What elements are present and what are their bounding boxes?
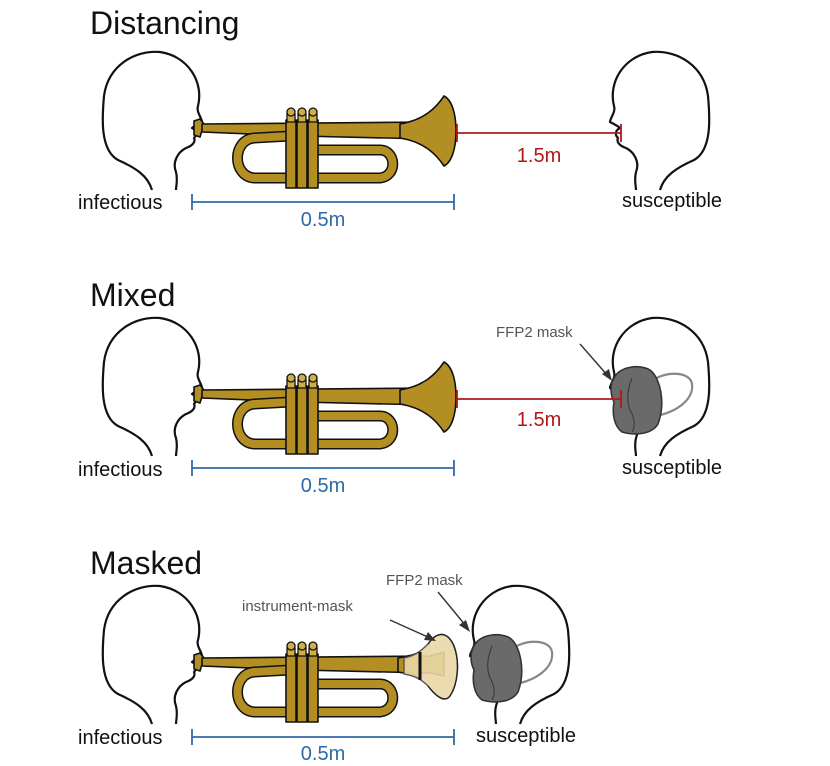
gap-distance-label: 1.5m — [517, 145, 561, 167]
listener-head-icon — [608, 50, 711, 192]
instrument-mask-arrow — [389, 619, 436, 641]
panel-title: Masked — [90, 545, 202, 581]
panel-mixed: Mixed 1.5m FFP2 mask infectious suscepti… — [78, 277, 722, 497]
gap-distance-label: 1.5m — [517, 409, 561, 431]
trumpet-icon — [194, 361, 457, 454]
player-label: infectious — [78, 192, 163, 214]
ffp2-mask-arrow — [579, 343, 612, 381]
player-head-icon — [101, 584, 204, 726]
instrument-length-label: 0.5m — [301, 209, 345, 231]
listener-label: susceptible — [622, 190, 722, 212]
instrument-mask-label: instrument-mask — [242, 598, 353, 615]
panel-title: Distancing — [90, 5, 239, 41]
player-head-icon — [101, 316, 204, 458]
listener-label: susceptible — [622, 457, 722, 479]
instrument-length-bracket — [191, 194, 455, 210]
instrument-length-bracket — [191, 460, 455, 476]
panel-title: Mixed — [90, 277, 175, 313]
listener-label: susceptible — [476, 725, 576, 747]
instrument-length-label: 0.5m — [301, 475, 345, 497]
player-label: infectious — [78, 727, 163, 749]
trumpet-icon — [194, 642, 444, 722]
ffp2-mask-label: FFP2 mask — [386, 572, 463, 589]
panel-distancing: Distancing 1.5m infectious susceptible 0… — [78, 5, 722, 231]
gap-distance-bracket — [456, 390, 622, 408]
ffp2-mask-label: FFP2 mask — [496, 324, 573, 341]
player-label: infectious — [78, 459, 163, 481]
panel-masked: Masked FFP2 mask instrument-mask infecti… — [78, 545, 576, 765]
instrument-length-bracket — [191, 729, 455, 745]
instrument-length-label: 0.5m — [301, 743, 345, 765]
instrument-mask-icon — [403, 633, 459, 700]
player-head-icon — [101, 50, 204, 192]
ffp2-mask-arrow — [437, 591, 470, 632]
trumpet-icon — [194, 95, 457, 188]
gap-distance-bracket — [456, 124, 622, 142]
